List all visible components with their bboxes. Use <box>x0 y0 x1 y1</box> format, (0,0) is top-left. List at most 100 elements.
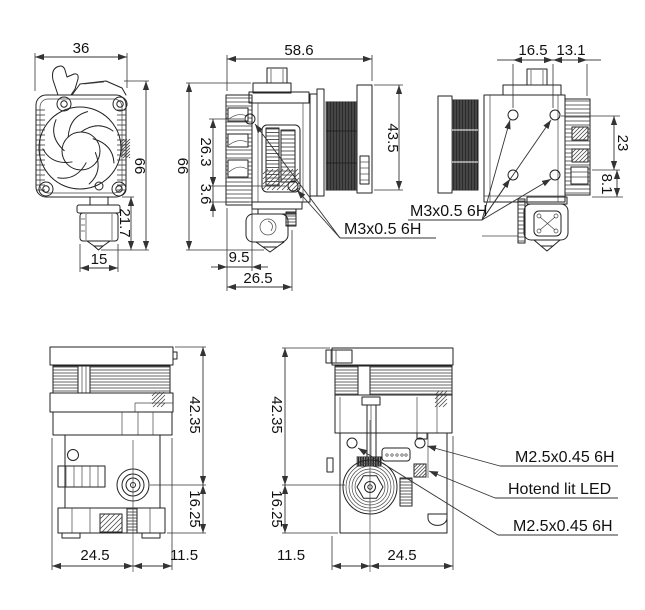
dim-hole-offset2: 8.1 <box>592 170 623 198</box>
dim-text-16.25-back: 16.25 <box>186 490 203 528</box>
dim-duct-depth: 9.5 <box>211 208 268 291</box>
dim-text-24.5-front: 24.5 <box>387 547 416 564</box>
back-hatch <box>151 391 166 408</box>
callout-led: Hotend lit LED <box>428 470 618 499</box>
dim-text-58.6: 58.6 <box>284 42 313 59</box>
hotend-front <box>76 196 121 251</box>
front-bottom-tab <box>427 513 448 526</box>
mount-hole-bottom <box>287 180 299 192</box>
extruder-body-side2 <box>483 94 566 203</box>
dim-fan-height: 66 <box>101 80 150 251</box>
thread-label-left: M3x0.5 6H <box>344 221 421 238</box>
back-mid <box>52 411 173 436</box>
front-clip-screw <box>325 349 353 364</box>
nozzle-tip <box>93 245 104 251</box>
front-connector <box>381 447 411 462</box>
back-connector <box>57 465 106 488</box>
dim-total-height: 66 <box>174 82 264 251</box>
dim-text-36: 36 <box>73 40 90 57</box>
drive-window <box>261 124 301 193</box>
thread-callout-left: M3x0.5 6H <box>254 123 436 239</box>
dim-text-11.5-back: 11.5 <box>170 547 198 564</box>
back-bottom <box>57 507 166 534</box>
duct-fin-stack2 <box>564 98 591 196</box>
dim-text-9.5: 9.5 <box>229 249 250 266</box>
dim-depth: 58.6 <box>226 42 373 91</box>
front-hole-right <box>414 437 426 449</box>
thread-callout-right: M3x0.5 6H <box>408 119 552 221</box>
front-fan-stripes <box>451 100 477 190</box>
tension-lever <box>361 396 381 406</box>
front-hole-left <box>346 437 358 449</box>
dim-nozzle-width: 15 <box>79 244 119 272</box>
callout-thread-top: M2.5x0.45 6H <box>426 445 618 467</box>
nozzle <box>86 240 111 247</box>
dim-nozzle-offset: 26.5 <box>227 230 293 291</box>
dim-front-depth: 16.5 13.1 <box>497 42 601 108</box>
view-fan-front: 36 66 21.7 15 <box>34 40 150 272</box>
rear-fan-stripes <box>325 102 357 190</box>
front-mid <box>334 394 453 434</box>
dim-front-height: 42.35 <box>268 347 345 486</box>
back-top-cap <box>49 346 174 366</box>
dim-text-42.35-back: 42.35 <box>186 396 203 434</box>
dim-text-15: 15 <box>91 251 108 268</box>
mount-hole-top <box>244 113 256 125</box>
drive-gear-teeth <box>281 130 295 180</box>
dim-text-26.3: 26.3 <box>197 137 214 166</box>
fan-edge-hatch <box>120 138 131 159</box>
dim-back-height: 42.35 <box>150 346 207 486</box>
view-front: 42.35 16.25 11.5 24.5 M2.5x0.45 6H Hoten… <box>268 347 618 572</box>
dim-text-16.25-front: 16.25 <box>268 490 285 528</box>
front-fins <box>335 366 452 395</box>
dim-text-24.5-back: 24.5 <box>80 547 109 564</box>
heatbreak-thread <box>266 128 279 186</box>
top-bracket <box>71 80 127 96</box>
view-side-right: 16.5 13.1 23 8.1 M3x0.5 6H <box>408 42 631 252</box>
dim-text-42.35-front: 42.35 <box>268 396 285 434</box>
dim-text-13.1: 13.1 <box>556 42 585 59</box>
dim-hole-offset: 3.6 <box>197 171 249 217</box>
fan-hub <box>61 131 101 171</box>
dim-text-66-side: 66 <box>174 158 191 175</box>
dim-text-21.7: 21.7 <box>116 208 133 237</box>
dim-back-widths: 24.5 11.5 <box>51 438 198 570</box>
dim-text-23: 23 <box>614 135 631 152</box>
rear-plate <box>356 84 373 194</box>
hotend-side2 <box>482 196 569 252</box>
top-boss <box>266 67 288 84</box>
hotend-side <box>245 201 303 253</box>
dim-hotend-height: 21.7 <box>116 196 135 250</box>
thread-bottom-label: M2.5x0.45 6H <box>513 518 613 535</box>
thread-label-right: M3x0.5 6H <box>410 203 487 220</box>
dim-text-43.5: 43.5 <box>384 123 401 152</box>
fan-screw-holes <box>38 96 128 197</box>
view-back: 42.35 16.25 24.5 11.5 <box>49 346 207 572</box>
mount-holes <box>507 109 561 181</box>
dim-text-3.6: 3.6 <box>197 184 214 205</box>
dim-front-lower: 16.25 <box>268 485 338 534</box>
mount-hook <box>52 65 79 96</box>
dim-body-height: 43.5 <box>374 84 403 191</box>
front-plate <box>437 95 453 194</box>
rear-connector <box>359 155 370 185</box>
dim-text-11.5-front: 11.5 <box>277 547 305 564</box>
dim-text-16.5: 16.5 <box>518 42 547 59</box>
dim-hole-span2: 23 <box>561 115 631 171</box>
front-fan-block <box>451 99 479 191</box>
view-side-left: 58.6 66 26.3 3.6 43.5 <box>174 42 436 291</box>
fan-frame <box>35 94 127 198</box>
dim-text-26.5: 26.5 <box>243 270 272 287</box>
rear-fan-block <box>325 101 358 191</box>
dim-text-66: 66 <box>131 158 148 175</box>
dim-text-8.1: 8.1 <box>598 174 615 195</box>
back-flange <box>49 392 174 413</box>
back-lower-block <box>64 434 161 509</box>
fan-impeller-ring <box>38 106 122 190</box>
callout-thread-bottom: M2.5x0.45 6H <box>357 447 618 536</box>
fan-blades <box>42 111 115 185</box>
back-fins <box>53 366 170 392</box>
dim-front-widths: 11.5 24.5 <box>277 436 454 570</box>
